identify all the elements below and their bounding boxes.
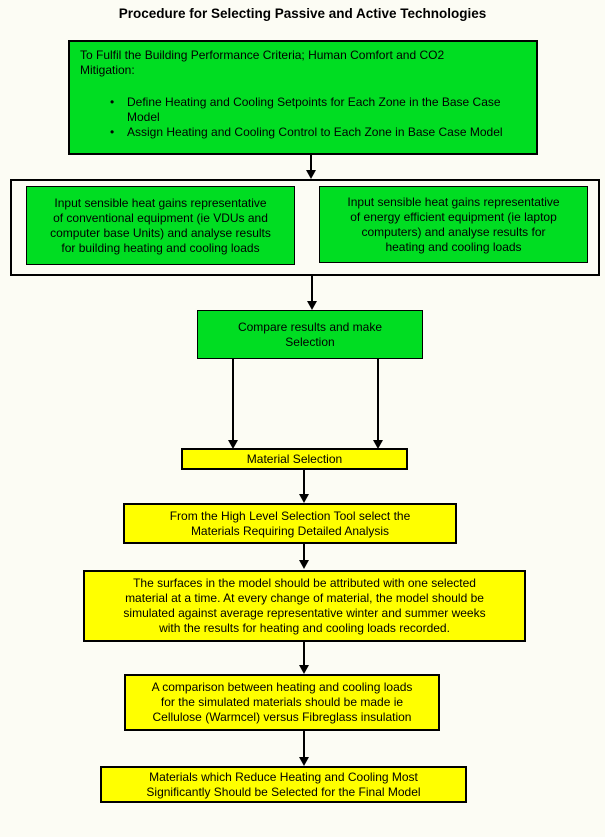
dual-input-container	[10, 179, 600, 276]
arrow-surfaces-to-comparison	[299, 642, 309, 674]
high-level-tool-box: From the High Level Selection Tool selec…	[123, 503, 457, 544]
compare-selection-box: Compare results and make Selection	[197, 310, 423, 359]
arrow-comparison-to-final	[299, 731, 309, 766]
criteria-intro: To Fulfil the Building Performance Crite…	[80, 48, 445, 77]
criteria-bullet-control: Assign Heating and Cooling Control to Ea…	[108, 125, 526, 140]
arrow-compare-to-material-left	[228, 359, 238, 449]
material-selection-box: Material Selection	[181, 448, 408, 470]
page-title: Procedure for Selecting Passive and Acti…	[118, 6, 487, 21]
arrow-inputs-to-compare	[307, 276, 317, 310]
efficient-gains-box: Input sensible heat gains representative…	[319, 186, 588, 263]
criteria-bullet-list: Define Heating and Cooling Setpoints for…	[80, 95, 526, 140]
arrow-highlevel-to-surfaces	[299, 544, 309, 569]
criteria-box: To Fulfil the Building Performance Crite…	[68, 40, 538, 155]
surfaces-simulation-box: The surfaces in the model should be attr…	[83, 570, 526, 642]
arrow-material-to-highlevel	[299, 470, 309, 503]
loads-comparison-box: A comparison between heating and cooling…	[124, 674, 440, 731]
criteria-bullet-setpoints: Define Heating and Cooling Setpoints for…	[108, 95, 526, 125]
arrow-criteria-to-inputs	[306, 155, 316, 179]
arrow-compare-to-material-right	[373, 359, 383, 449]
conventional-gains-box: Input sensible heat gains representative…	[26, 186, 295, 265]
final-selection-box: Materials which Reduce Heating and Cooli…	[100, 766, 467, 803]
